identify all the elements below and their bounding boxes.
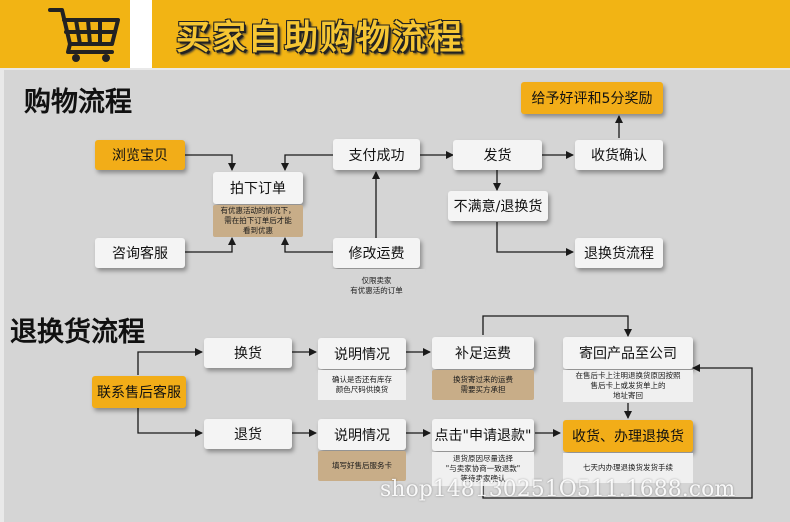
page-title: 买家自助购物流程 bbox=[176, 18, 464, 58]
title-banner: 买家自助购物流程 bbox=[152, 0, 790, 68]
header: 买家自助购物流程 bbox=[0, 0, 790, 68]
note-apply-refund: 退货原因尽量选择 "与卖家协商一致退款" 等待卖家确认 bbox=[432, 452, 534, 486]
node-exchange: 换货 bbox=[204, 338, 292, 368]
node-supplement-shipping: 补足运费 bbox=[432, 337, 534, 369]
arrow-unsatisfied-return bbox=[496, 222, 574, 256]
node-return-flow: 退换货流程 bbox=[575, 238, 663, 268]
node-ship: 发货 bbox=[453, 140, 542, 170]
shop-watermark: shop148130251O511.1688.com bbox=[380, 477, 736, 502]
note-send-back: 在售后卡上注明退换货原因按照 售后卡上或发货单上的 地址寄回 bbox=[563, 370, 693, 402]
node-explain-exchange: 说明情况 bbox=[318, 338, 406, 369]
node-give-review: 给予好评和5分奖励 bbox=[521, 82, 663, 114]
node-send-back: 寄回产品至公司 bbox=[563, 337, 693, 369]
note-place-order: 有优惠活动的情况下， 需在拍下订单后才能 看到优惠 bbox=[213, 205, 303, 237]
arrow-contact-exchange bbox=[137, 348, 203, 375]
arrow-supplement-sendback bbox=[482, 315, 632, 337]
note-explain-refund: 填写好售后服务卡 bbox=[318, 451, 406, 481]
note-receive-process: 七天内办理退换货发货手续 bbox=[563, 453, 693, 483]
note-explain-exchange: 确认是否还有库存 颜色尺码供换货 bbox=[318, 370, 406, 400]
shopping-flow-title: 购物流程 bbox=[24, 87, 132, 118]
note-modify-shipping: 仅限卖家 有优惠活的订单 bbox=[328, 269, 425, 303]
node-browse-items: 浏览宝贝 bbox=[95, 140, 185, 170]
node-apply-refund: 点击"申请退款" bbox=[432, 419, 534, 451]
arrow-apply-sendback-loop bbox=[482, 364, 753, 499]
node-refund: 退货 bbox=[204, 419, 292, 449]
node-explain-refund: 说明情况 bbox=[318, 419, 406, 450]
node-receive-process: 收货、办理退换货 bbox=[563, 420, 693, 452]
cart-logo-box bbox=[0, 0, 130, 68]
node-modify-shipping: 修改运费 bbox=[333, 238, 420, 268]
return-flow-title: 退换货流程 bbox=[10, 317, 145, 348]
arrow-pay-order bbox=[281, 154, 333, 171]
node-confirm-receipt: 收货确认 bbox=[575, 140, 663, 170]
arrow-contact-refund bbox=[137, 408, 203, 437]
node-place-order: 拍下订单 bbox=[213, 172, 303, 204]
arrow-consult-order bbox=[185, 237, 236, 253]
shopping-cart-icon bbox=[48, 8, 120, 62]
node-contact-aftersales: 联系售后客服 bbox=[92, 376, 186, 408]
node-unsatisfied-return: 不满意/退换货 bbox=[448, 191, 548, 221]
node-payment-success: 支付成功 bbox=[333, 139, 420, 170]
arrow-browse-order bbox=[185, 154, 236, 171]
arrow-modify-order bbox=[281, 237, 333, 253]
node-consult-service: 咨询客服 bbox=[95, 238, 185, 268]
note-supplement-shipping: 换货寄过来的运费 需要买方承担 bbox=[432, 370, 534, 400]
